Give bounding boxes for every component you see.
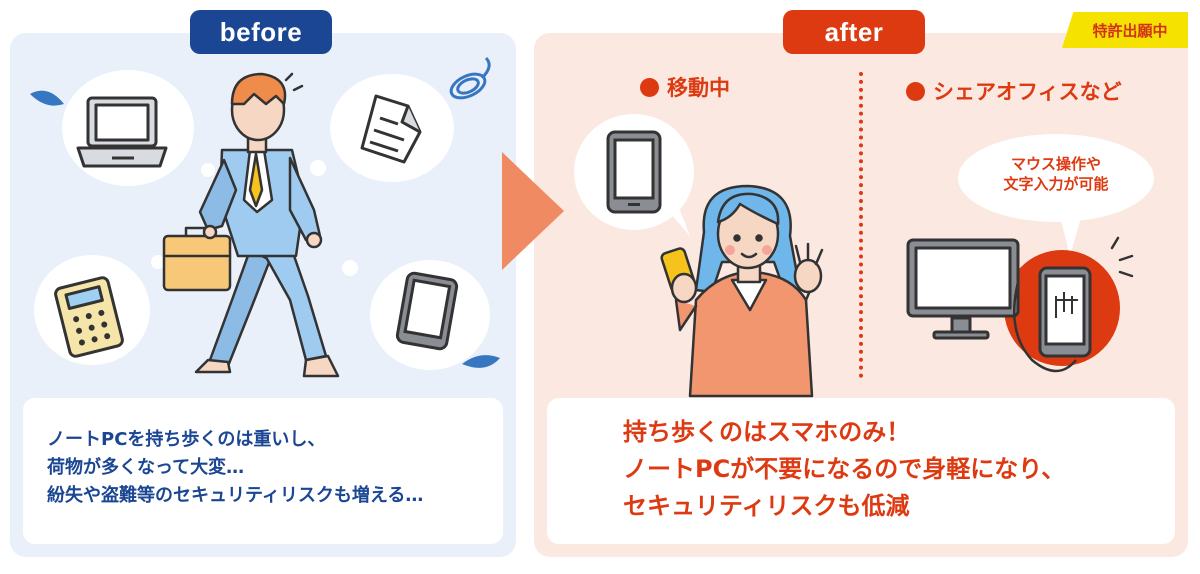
bullet-dot (640, 77, 659, 97)
laptop-icon (76, 96, 168, 168)
smartphone-icon (606, 130, 662, 214)
input-speech-bubble (958, 134, 1154, 256)
worry-marks (284, 72, 304, 92)
monitor-icon (906, 238, 1020, 340)
section-office: シェアオフィスなど (906, 76, 1122, 106)
bubble-line: 文字入力が可能 (1003, 175, 1109, 193)
connected-phone-icon (1038, 266, 1092, 358)
businessman-illustration (162, 72, 340, 378)
section-moving: 移動中 (640, 72, 730, 102)
before-description-line: ノートPCを持ち歩くのは重いし、 (47, 429, 326, 450)
calculator-icon (54, 276, 124, 358)
bubble-dot (151, 255, 165, 269)
swirl-icon (449, 56, 491, 100)
drop-icon (462, 355, 500, 368)
after-description-line: セキュリティリスクも低減 (623, 492, 910, 520)
cable (1012, 281, 1077, 373)
before-description-box: ノートPCを持ち歩くのは重いし、 荷物が多くなって大変… 紛失や盗難等のセキュリ… (23, 398, 503, 544)
section-moving-label: 移動中 (667, 76, 730, 100)
document-icon (360, 94, 422, 164)
drop-icon (30, 90, 64, 106)
bubble-dot (342, 260, 358, 276)
patent-pending-badge: 特許出願中 (1062, 12, 1188, 48)
bullet-dot (906, 81, 925, 101)
after-tag: after (783, 10, 925, 54)
after-description-box: 持ち歩くのはスマホのみ！ ノートPCが不要になるので身軽になり、 セキュリティリ… (547, 398, 1175, 544)
woman-illustration (660, 184, 824, 398)
sparkle-marks (1110, 236, 1134, 278)
section-office-label: シェアオフィスなど (933, 80, 1122, 104)
after-description-line: ノートPCが不要になるので身軽になり、 (623, 455, 1066, 483)
after-description-line: 持ち歩くのはスマホのみ！ (623, 418, 911, 446)
input-bubble-text: マウス操作や 文字入力が可能 (972, 154, 1140, 194)
bubble-dot (201, 163, 215, 177)
tablet-icon (395, 271, 459, 351)
bubble-dot (310, 160, 326, 176)
before-tag: before (190, 10, 332, 54)
before-description-line: 紛失や盗難等のセキュリティリスクも増える… (47, 485, 424, 506)
bubble-line: マウス操作や (1010, 155, 1101, 173)
dotted-divider (859, 72, 863, 378)
before-description-line: 荷物が多くなって大変… (47, 457, 245, 478)
